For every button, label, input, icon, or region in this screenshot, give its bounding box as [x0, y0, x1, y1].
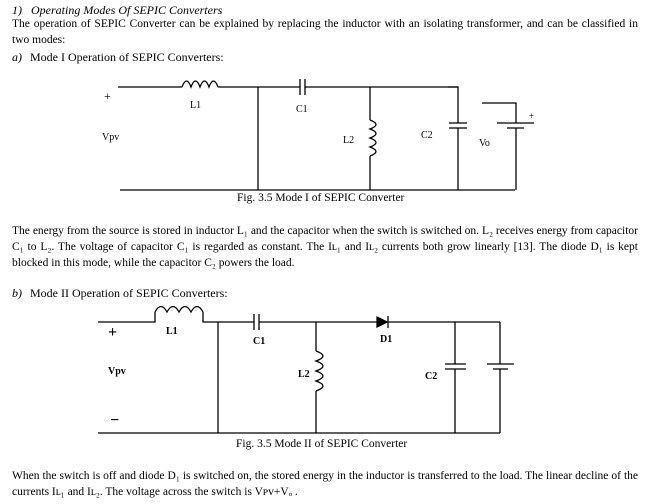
mode2-inductor-l2 [314, 350, 324, 392]
mode1-plus-label: + [104, 89, 111, 103]
mode2-output-source [487, 363, 514, 370]
mode2-marker: b) [12, 286, 22, 300]
mode2-heading: b) Mode II Operation of SEPIC Converters: [12, 286, 228, 300]
mode1-caption: Fig. 3.5 Mode I of SEPIC Converter [235, 192, 407, 204]
mode1-marker: a) [12, 50, 22, 64]
mode1-c2-wire-top [448, 86, 459, 123]
mode1-vo-label: Vo [479, 138, 490, 149]
mode1-c1-label: C1 [296, 104, 308, 115]
mode2-wire-top-left [98, 312, 156, 323]
mode1-vpv-label: Vpv [102, 132, 119, 143]
section-title: Operating Modes Of SEPIC Converters [31, 3, 223, 17]
mode1-inductor-l2 [368, 119, 377, 157]
mode1-output-plus-mark: + [529, 111, 534, 121]
mode2-l2-label: L2 [298, 369, 310, 380]
mode1-c2-label: C2 [421, 130, 433, 141]
mode1-l2-label: L2 [343, 135, 354, 146]
mode1-heading-text: Mode I Operation of SEPIC Converters: [30, 50, 224, 64]
mode1-capacitor-c1 [299, 79, 306, 95]
mode2-wire-top-mid [202, 312, 254, 323]
mode1-output-source [497, 122, 534, 129]
mode2-l1-label: L1 [166, 326, 178, 337]
mode1-paragraph: The energy from the source is stored in … [12, 225, 638, 269]
intro-paragraph: The operation of SEPIC Converter can be … [12, 18, 638, 46]
mode2-plus-label: + [108, 324, 117, 341]
mode1-capacitor-c2 [449, 122, 467, 129]
mode1-inductor-l1 [181, 80, 219, 89]
mode2-capacitor-c2 [445, 363, 466, 370]
mode2-c1-label: C1 [253, 336, 265, 347]
mode2-paragraph: When the switch is off and diode D₁ is s… [12, 470, 638, 498]
section-number: 1) [12, 3, 22, 17]
mode2-d1-label: D1 [380, 334, 392, 345]
mode2-vpv-label: Vpv [108, 366, 126, 377]
section-heading: 1) Operating Modes Of SEPIC Converters [12, 3, 222, 17]
mode1-l1-label: L1 [190, 100, 201, 111]
mode2-heading-text: Mode II Operation of SEPIC Converters: [30, 286, 228, 300]
mode2-capacitor-c1 [253, 314, 260, 330]
mode1-load-wire-top [482, 102, 517, 123]
mode1-heading: a) Mode I Operation of SEPIC Converters: [12, 50, 224, 64]
mode2-caption: Fig. 3.5 Mode II of SEPIC Converter [234, 438, 410, 450]
mode2-minus-label: − [110, 412, 119, 429]
mode2-diode-d1 [376, 315, 389, 329]
mode2-inductor-l1 [154, 305, 204, 314]
mode2-c2-label: C2 [425, 371, 437, 382]
